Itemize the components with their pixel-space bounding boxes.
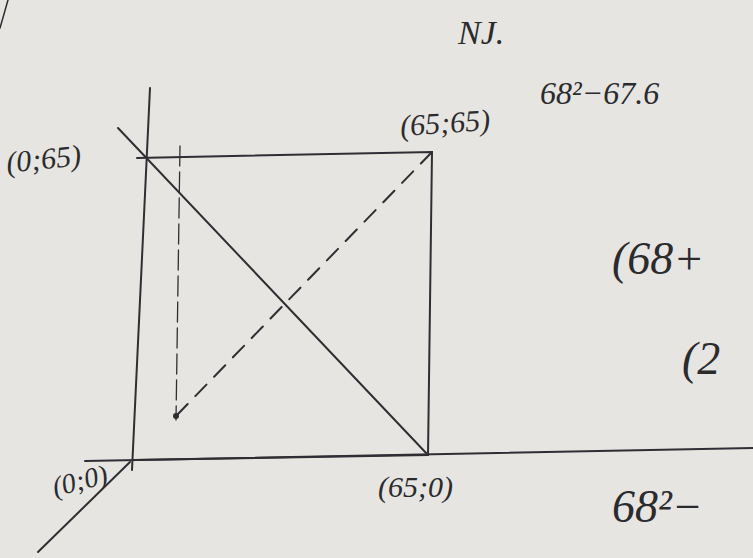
handwritten-label: (2 — [682, 334, 720, 385]
handwritten-label: (0;0) — [49, 460, 111, 503]
dashed-vertical — [176, 146, 180, 420]
handwritten-label: NJ. — [458, 14, 504, 51]
handwritten-label: (0;65) — [4, 138, 82, 179]
solid-diagonal — [118, 128, 428, 455]
handwritten-label: (65;0) — [378, 470, 453, 503]
handwritten-label: 68²−67.6 — [540, 76, 659, 111]
point — [174, 414, 178, 418]
dashed-diagonal — [176, 152, 432, 416]
handwritten-label: (65;65) — [399, 103, 491, 142]
handwritten-label: (68+ — [612, 234, 704, 285]
edge-stroke — [0, 0, 8, 28]
handwritten-label: 68²− — [612, 482, 703, 533]
